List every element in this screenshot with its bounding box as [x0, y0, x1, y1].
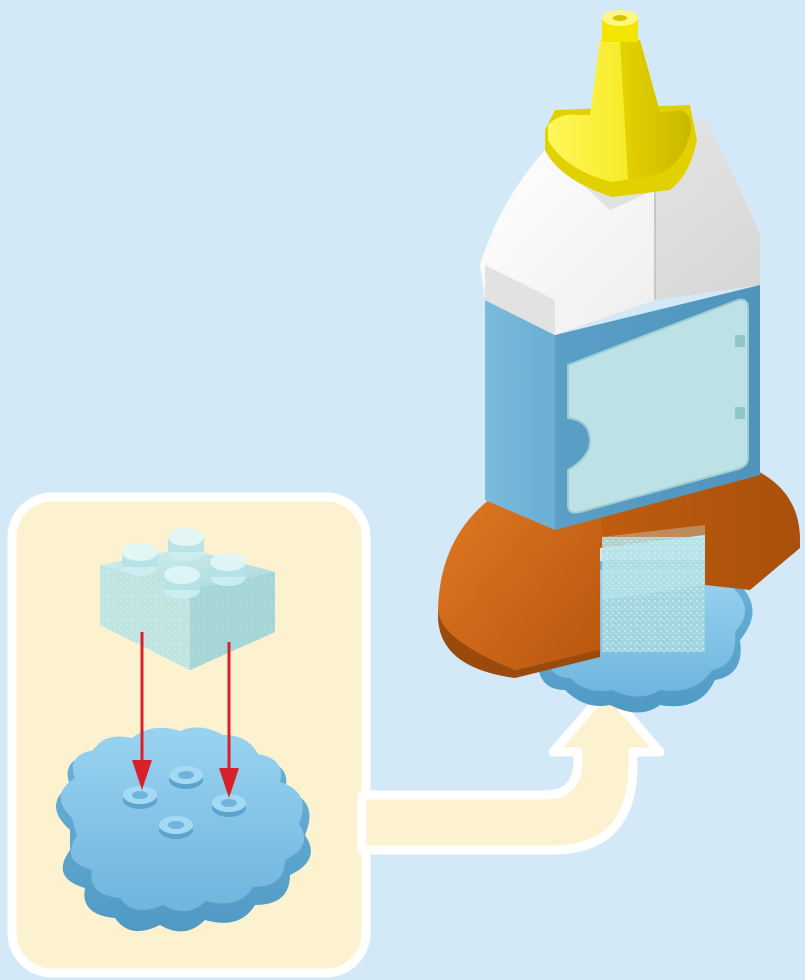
curved-pointer-arrow-icon	[362, 690, 660, 850]
rocket-model	[438, 10, 800, 713]
rocket-yellow-cone	[545, 10, 697, 197]
